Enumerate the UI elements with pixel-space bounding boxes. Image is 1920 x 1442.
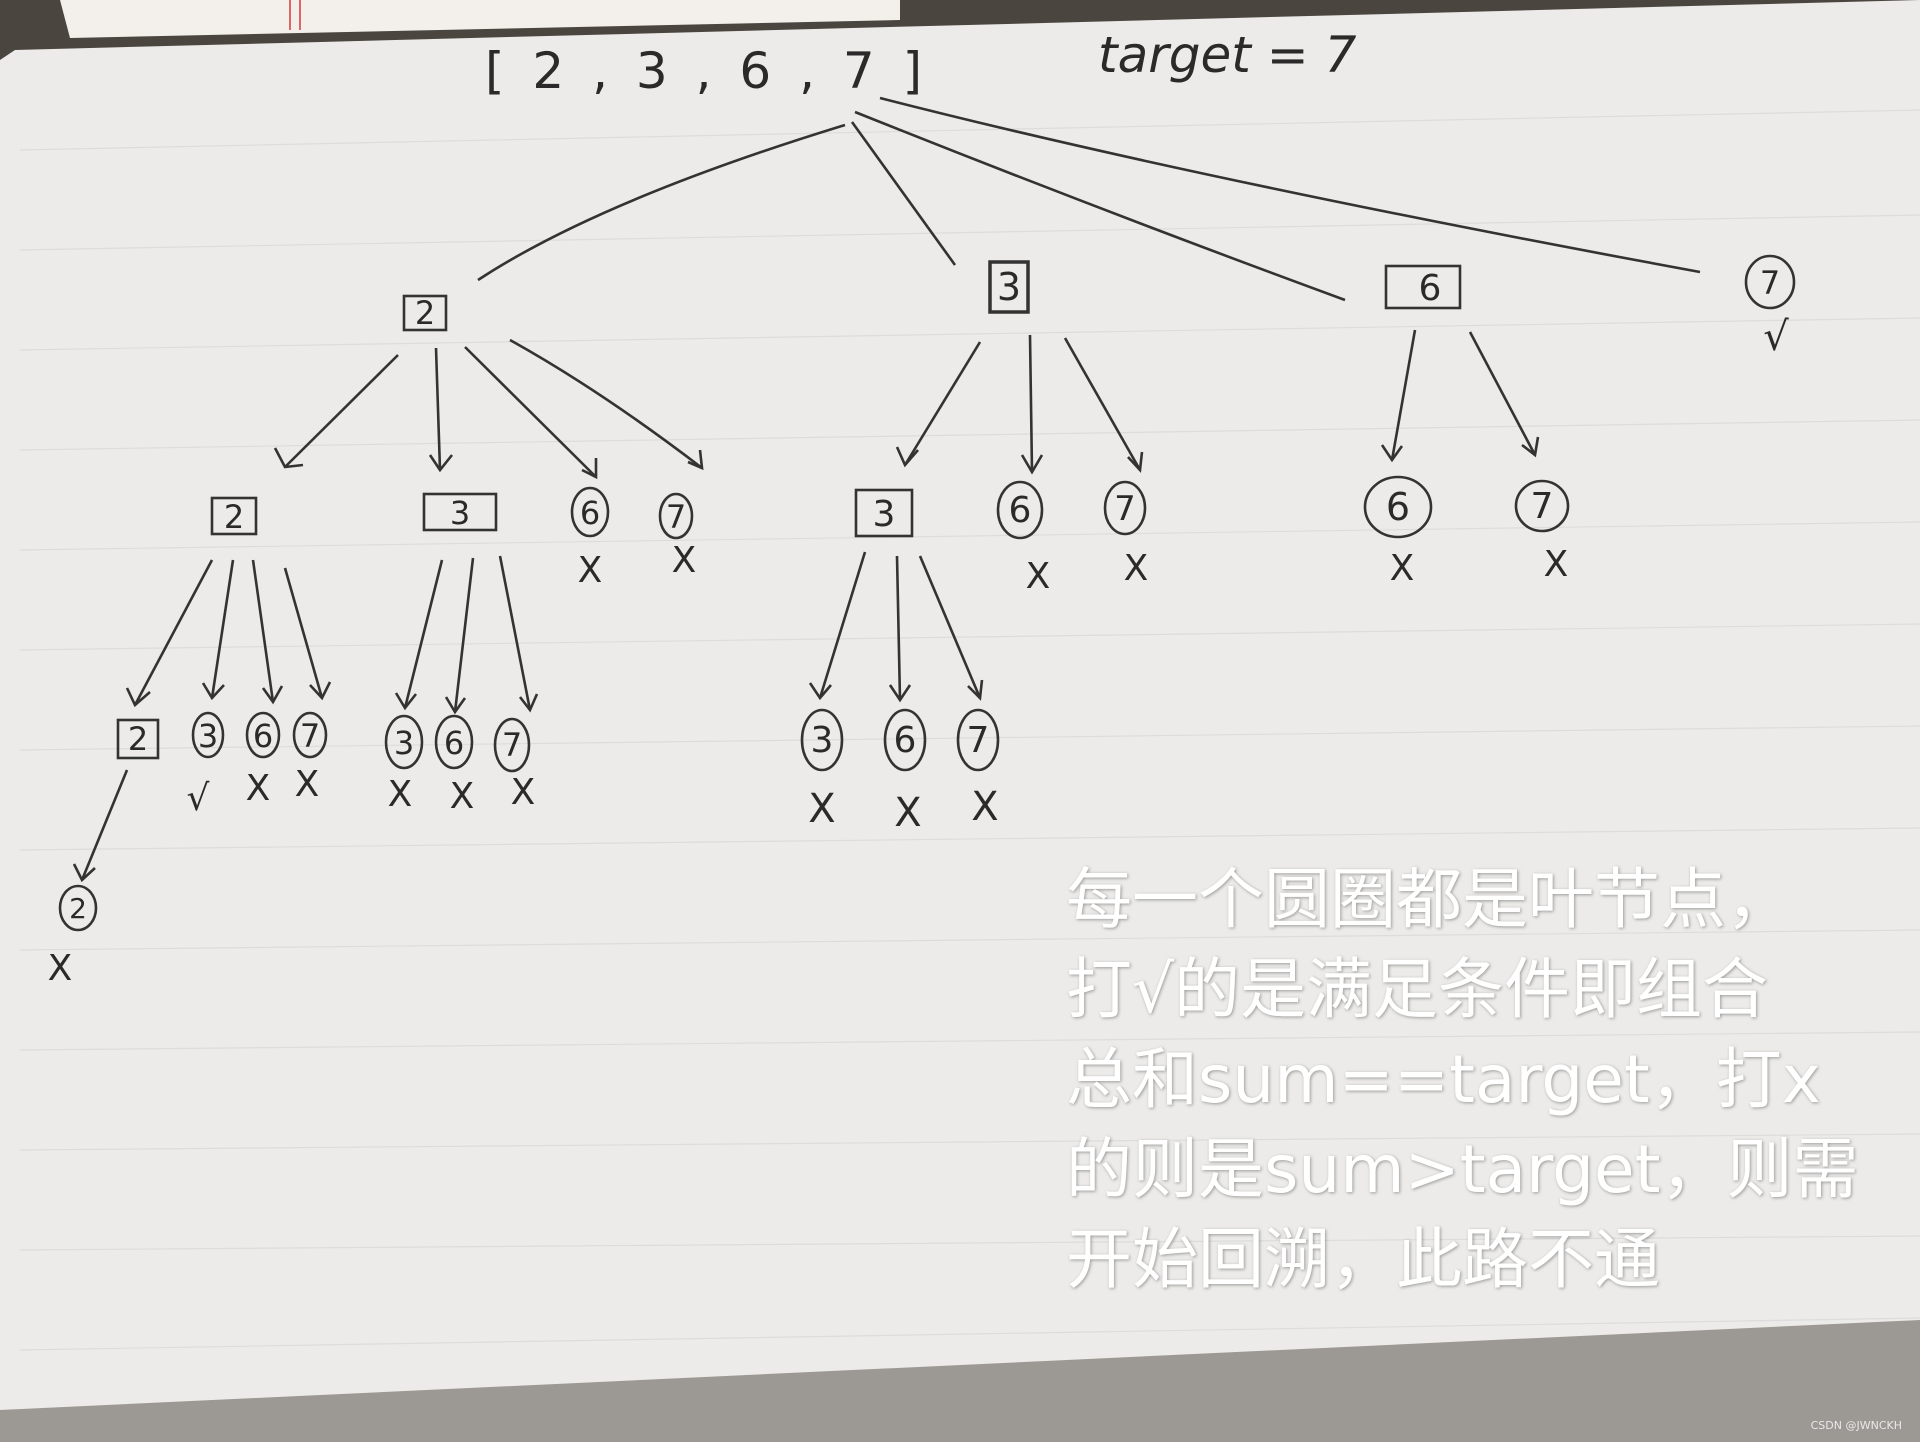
node-2-2-2-2: 2 [69,892,87,925]
node-2: 2 [415,294,435,332]
cross-mark: X [808,786,835,832]
cross-mark: X [672,540,697,581]
cross-mark: X [388,774,413,815]
node-2-3: 3 [450,494,470,532]
node-2-7: 7 [666,498,686,536]
node-2-2-2: 2 [128,720,148,758]
cross-mark: X [511,772,536,813]
node-2-6: 6 [580,494,600,532]
cross-mark: X [1544,544,1569,585]
cross-mark: X [894,790,921,836]
cross-mark: X [1026,556,1051,597]
circle-nodes [58,254,1796,932]
target-label: target = 7 [1098,26,1357,84]
caption-line: 开始回溯，此路不通 [1066,1221,1660,1298]
node-2-3-7: 7 [502,726,522,764]
watermark: CSDN @JWNCKH [1810,1419,1902,1432]
node-6-6: 6 [1386,485,1410,529]
node-2-2: 2 [224,498,244,536]
tree-edges [80,96,1701,881]
cross-mark: X [295,764,320,805]
node-3-7: 7 [1114,489,1136,529]
node-2-3-6: 6 [444,724,464,762]
cross-mark: X [578,550,603,591]
explanation-caption: 每一个圆圈都是叶节点， 打√的是满足条件即组合 总和sum==target，打x… [1066,855,1886,1305]
cross-mark: X [246,768,271,809]
cross-mark: X [971,784,998,830]
caption-line: 每一个圆圈都是叶节点， [1066,861,1792,938]
array-label: [ 2 , 3 , 6 , 7 ] [485,42,928,100]
node-2-2-3: 3 [198,717,218,755]
node-2-2-6: 6 [253,717,273,755]
cross-mark: X [1124,548,1149,589]
check-mark: √ [187,778,210,819]
caption-line: 总和sum==target，打x [1066,1041,1821,1118]
node-6-7: 7 [1531,486,1554,527]
node-3-3-6: 6 [894,720,917,761]
node-3-3-7: 7 [967,720,990,761]
caption-line: 的则是sum>target，则需 [1066,1131,1859,1208]
node-3-6: 6 [1009,490,1032,531]
cross-mark: X [450,776,475,817]
cross-mark: X [48,948,73,989]
check-mark: √ [1763,314,1789,360]
node-3-3-3: 3 [811,720,834,761]
node-7: 7 [1760,264,1780,302]
node-6: 6 [1419,268,1442,309]
node-2-2-7: 7 [300,717,320,755]
ruled-lines [19,109,1920,1351]
node-3-3: 3 [873,494,896,535]
node-2-3-3: 3 [394,724,414,762]
arrowheads [72,436,1540,883]
box-nodes [116,260,1462,760]
cross-mark: X [1390,548,1415,589]
node-3: 3 [997,265,1021,309]
caption-line: 打√的是满足条件即组合 [1066,951,1769,1028]
